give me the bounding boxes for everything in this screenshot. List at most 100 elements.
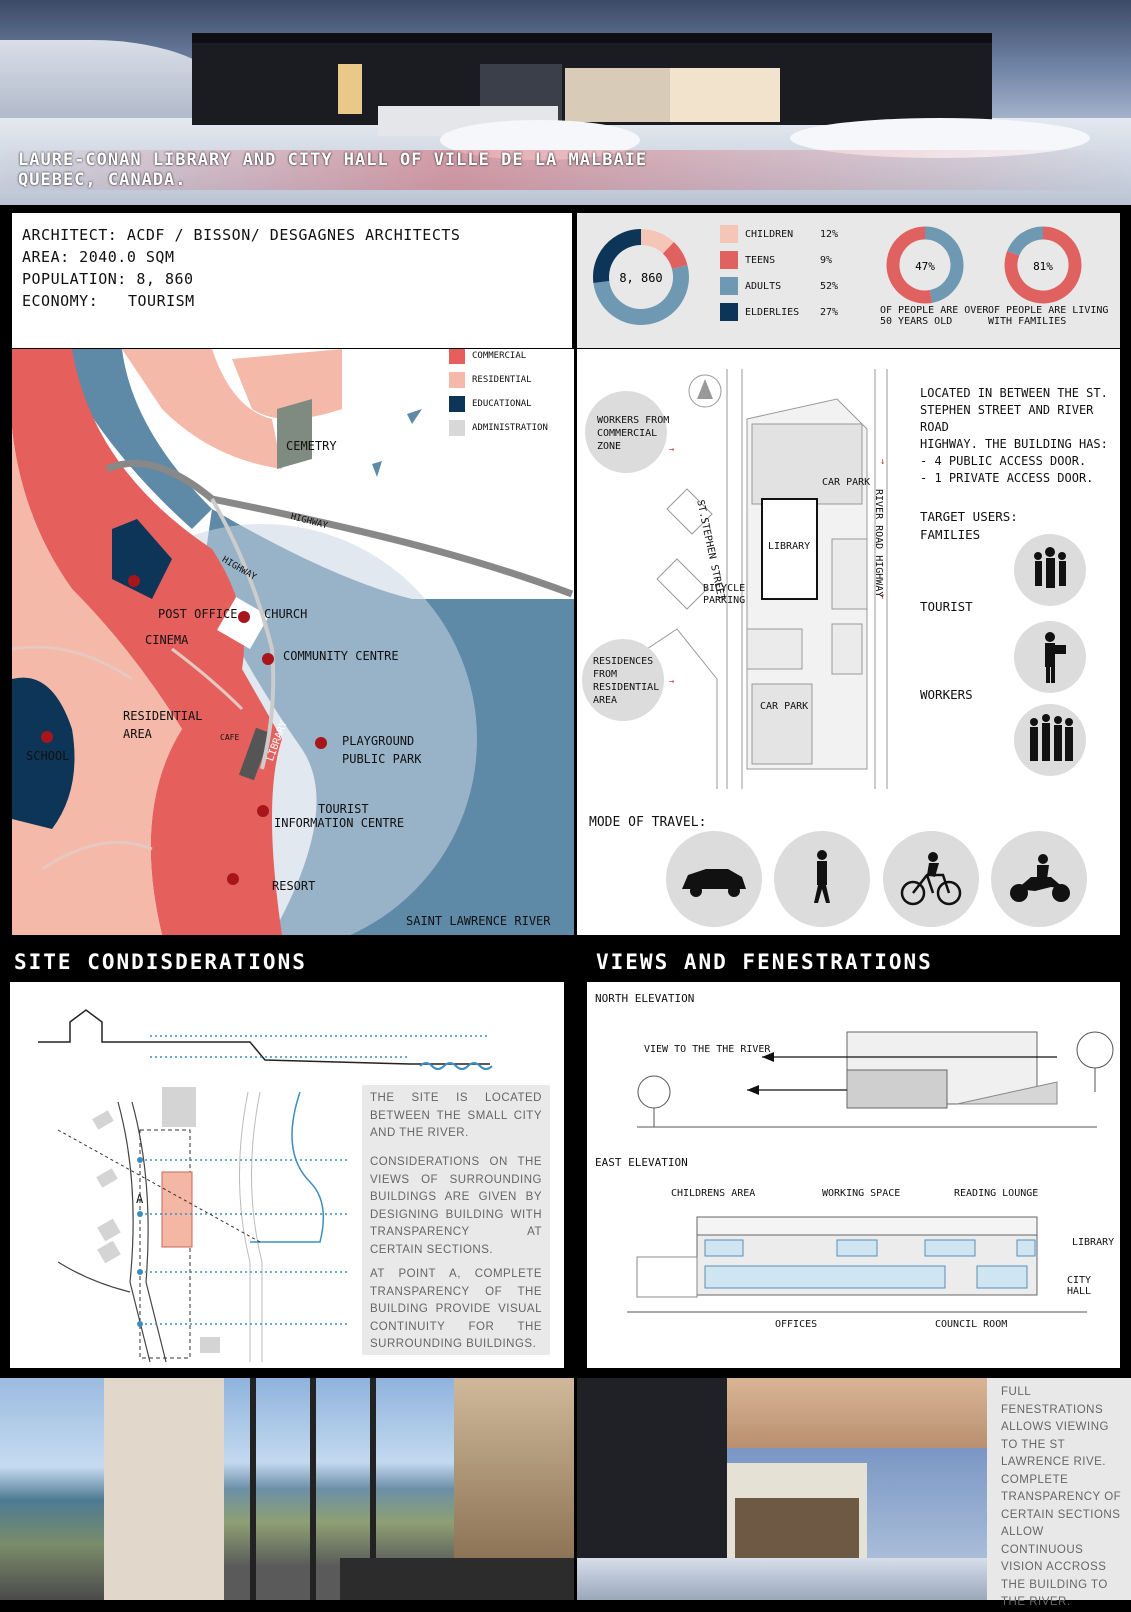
location-description-line: HIGHWAY. THE BUILDING HAS: [920,437,1108,451]
legend-label-elderlies: ELDERLIES [745,307,800,318]
over50-caption-1: OF PEOPLE ARE OVER [880,305,989,316]
residences-bubble [582,639,664,721]
title-line-1: LAURE-CONAN LIBRARY AND CITY HALL OF VIL… [18,150,648,170]
map-label-cinema: CINEMA [145,633,189,647]
page-title: LAURE-CONAN LIBRARY AND CITY HALL OF VIL… [18,150,647,190]
project-info: ARCHITECT: ACDF / BISSON/ DESGAGNES ARCH… [12,213,572,348]
tourist-icon [1014,621,1086,693]
legend-pct-teens: 9% [820,255,833,266]
population-donut: 8, 860 [593,229,689,325]
map-marker [227,873,239,885]
residences-bubble-line: FROM [593,669,618,680]
bicycle-label-2: PARKING [703,595,746,606]
families-arc [1004,226,1082,304]
map-marker [262,653,274,665]
site-considerations-title: SITE CONDISDERATIONS [14,950,307,974]
svg-text:→: → [669,445,675,455]
map-label-cemetery: CEMETRY [286,439,337,453]
economy-value: TOURISM [128,292,195,310]
legend-pct-elderlies: 27% [820,307,839,318]
families-rest-arc [1007,226,1044,256]
location-description-line: - 1 PRIVATE ACCESS DOOR. [920,471,1094,485]
site-text-2: CONSIDERATIONS ON THE VIEWS OF SURROUNDI… [370,1156,542,1256]
donut-slice-adults [593,265,689,325]
exterior-photo [577,1378,987,1600]
views-fenestrations-title: VIEWS AND FENESTRATIONS [596,950,933,974]
over50-arc [924,226,964,303]
legend-label-teens: TEENS [745,255,776,266]
motorcycle-icon [991,831,1087,927]
north-elevation-label: NORTH ELEVATION [595,992,695,1005]
views-panel: NORTH ELEVATION VIEW TO THE THE RIVER EA… [587,982,1120,1368]
families-donut: 81% [1004,226,1082,304]
map-legend-label-residential: RESIDENTIAL [472,375,532,385]
families-caption-1: OF PEOPLE ARE LIVING [988,305,1109,316]
legend-swatch-adults [720,277,738,295]
map-legend-label-educational: EDUCATIONAL [472,399,532,409]
map-label-playground2: PUBLIC PARK [342,752,422,766]
workers-bubble-line: WORKERS FROM [597,415,670,426]
map-label-resort: RESORT [272,879,316,893]
donut-slice-elderlies [593,229,642,284]
residences-bubble-line: RESIDENTIAL [593,682,660,693]
workers-icon [1014,704,1086,776]
residences-bubble-line: RESIDENCES [593,656,654,667]
legend-label-adults: ADULTS [745,281,782,292]
families-pct: 81% [1033,260,1053,273]
residences-bubble-line: AREA [593,695,618,706]
location-description-line: LOCATED IN BETWEEN THE ST. [920,386,1108,400]
map-label-community: COMMUNITY CENTRE [283,649,399,663]
map-label-river: SAINT LAWRENCE RIVER [406,914,551,928]
library-plan-label: LIBRARY [768,541,811,552]
library-elev-label: LIBRARY [1072,1237,1115,1248]
site-text-1: THE SITE IS LOCATED BETWEEN THE SMALL CI… [370,1092,542,1139]
map-legend-label-commercial: COMMERCIAL [472,351,527,361]
target-tourist: TOURIST [920,599,973,614]
workers-bubble-line: ZONE [597,441,622,452]
carpark-label-1: CAR PARK [822,477,871,488]
map-legend-swatch-educational [449,396,465,412]
childrens-area-label: CHILDRENS AREA [671,1188,756,1199]
location-description-line: - 4 PUBLIC ACCESS DOOR. [920,454,1087,468]
map-marker [41,731,53,743]
car-icon [666,831,762,927]
site-text-3: AT POINT A, COMPLETE TRANSPARENCY OF THE… [370,1268,542,1350]
over50-donut: 47% [886,226,964,304]
council-room-label: COUNCIL ROOM [935,1319,1008,1330]
bicycle-icon [883,831,979,927]
photo-note-text: FULL FENESTRATIONS ALLOWS VIEWING TO THE… [1001,1386,1122,1608]
map-label-playground1: PLAYGROUND [342,734,415,748]
map-legend-label-administration: ADMINISTRATION [472,423,548,433]
view-river-label: VIEW TO THE THE RIVER [644,1044,771,1055]
map-label-tourist2: INFORMATION CENTRE [274,816,405,830]
photo-note-panel: FULL FENESTRATIONS ALLOWS VIEWING TO THE… [987,1378,1131,1608]
over50-pct: 47% [915,260,935,273]
families-caption-2: WITH FAMILIES [988,316,1067,327]
map-drawing [12,349,574,935]
population-total: 8, 860 [619,271,662,285]
legend-swatch-children [720,225,738,243]
point-a-label: A [136,1192,144,1206]
map-label-church: CHURCH [264,607,308,621]
river-road-label: RIVER ROAD HIGHWAY [873,489,884,598]
map-label-residential2: AREA [123,727,152,741]
location-description-line: STEPHEN STREET AND RIVER ROAD [920,403,1094,434]
elevation-drawings [627,1031,1114,1313]
carpark-label-2: CAR PARK [760,701,809,712]
area-text: AREA: 2040.0 SQM [22,248,175,266]
map-legend-swatch-commercial [449,349,465,364]
legend-swatch-elderlies [720,303,738,321]
map-marker [238,611,250,623]
map-label-cafe: CAFE [220,733,240,742]
map-label-school: SCHOOL [26,749,70,763]
pedestrian-icon [774,831,870,927]
svg-text:↑: ↑ [880,592,885,602]
bicycle-label-1: BICYCLE [703,583,746,594]
over50-rest-arc [886,226,933,304]
svg-text:→: → [669,677,675,687]
legend-pct-children: 12% [820,229,839,240]
site-considerations-panel: A THE SITE IS LOCATED BETWEEN THE SMALL … [10,982,564,1368]
map-legend-swatch-administration [449,420,465,436]
workers-bubble [585,391,667,473]
